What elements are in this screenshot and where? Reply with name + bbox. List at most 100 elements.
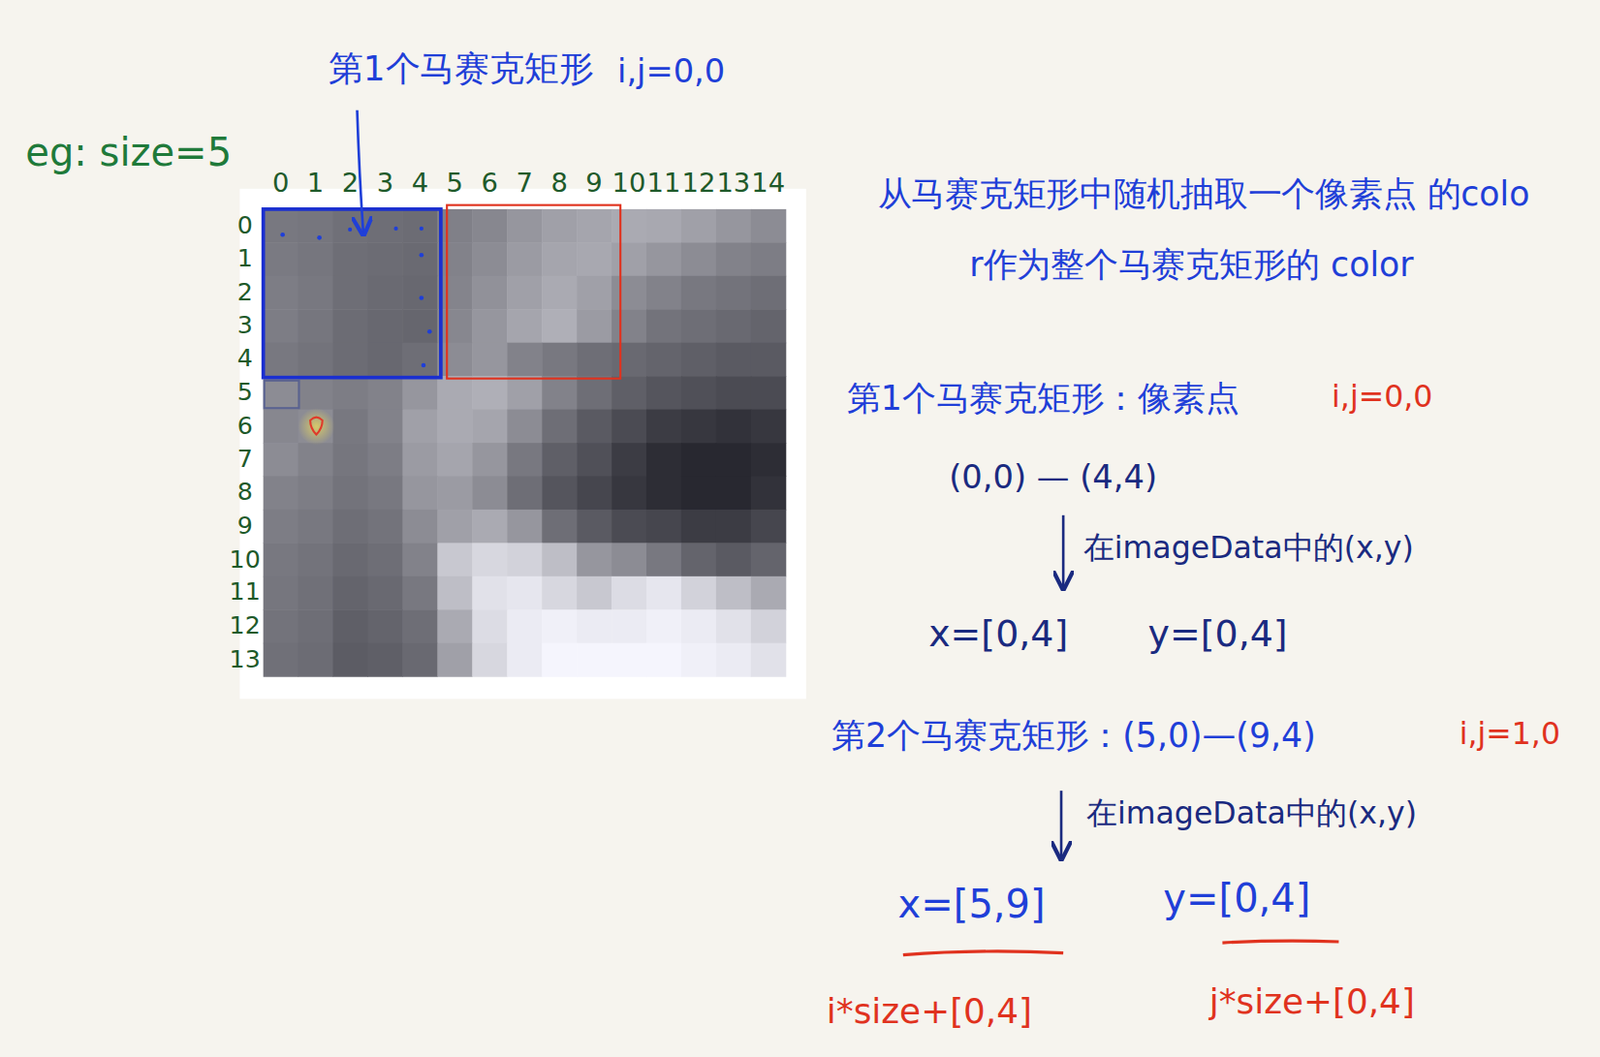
- pixel: [506, 209, 542, 244]
- pixel: [333, 442, 369, 477]
- pixel: [541, 509, 577, 544]
- pixel: [681, 409, 717, 444]
- pixel: [367, 576, 403, 611]
- pixel: [437, 509, 472, 544]
- rect-note: 第1个马赛克矩形：像素点: [847, 379, 1239, 419]
- pixel: [367, 542, 403, 577]
- pixel: [506, 309, 542, 344]
- pixel: [541, 376, 577, 410]
- heading-note: 第1个马赛克矩形: [328, 49, 594, 90]
- pixel: [437, 242, 472, 277]
- pixel: [681, 209, 717, 244]
- pixel: [471, 609, 507, 644]
- pixel: [611, 209, 647, 244]
- pixel: [402, 542, 438, 577]
- pixel: [402, 209, 438, 244]
- pixel: [367, 309, 403, 344]
- pixel: [263, 442, 299, 477]
- pixel: [751, 509, 786, 544]
- pixel: [716, 276, 752, 311]
- pixel: [646, 343, 682, 377]
- formula-note: i*size+[0,4]: [826, 992, 1033, 1033]
- pixel: [437, 442, 472, 477]
- pixel: [506, 542, 542, 577]
- pixel: [681, 609, 717, 644]
- example-note: eg: size=5: [25, 130, 232, 176]
- pixel: [333, 475, 369, 510]
- pixel: [402, 242, 438, 277]
- pixel: [751, 376, 786, 410]
- pixel: [402, 409, 438, 444]
- pixel: [716, 609, 752, 644]
- pixel: [646, 475, 682, 510]
- pixel: [716, 442, 752, 477]
- pixel: [646, 609, 682, 644]
- row-number: 13: [229, 645, 261, 674]
- row-number: 11: [229, 579, 261, 608]
- pixel: [263, 509, 299, 544]
- row-number: 10: [229, 545, 261, 574]
- row-number: 8: [237, 478, 253, 507]
- pixel: [646, 542, 682, 577]
- pixel: [646, 509, 682, 544]
- pixel: [402, 509, 438, 544]
- pixel: [471, 409, 507, 444]
- pixel: [298, 276, 334, 311]
- column-number: 7: [515, 168, 533, 199]
- pixel: [333, 276, 369, 311]
- pixel: [402, 576, 438, 611]
- pixel: [716, 242, 752, 277]
- pixel: [576, 475, 612, 510]
- range-note: x=[5,9]: [898, 882, 1046, 928]
- pixel: [506, 576, 542, 611]
- pixel: [333, 576, 369, 611]
- pixel: [751, 475, 786, 510]
- pixel: [681, 376, 717, 410]
- column-number: 8: [550, 168, 567, 199]
- pixel: [506, 343, 542, 377]
- pixel: [716, 576, 752, 611]
- pixel: [402, 343, 438, 377]
- pixel: [402, 475, 438, 510]
- pixel: [716, 409, 752, 444]
- pixel: [751, 576, 786, 611]
- pixel: [751, 309, 786, 344]
- pixel: [263, 276, 299, 311]
- pixel: [681, 542, 717, 577]
- pixel: [367, 276, 403, 311]
- pixel: [471, 475, 507, 510]
- pixel: [541, 643, 577, 678]
- pixel: [402, 309, 438, 344]
- pixel: [751, 442, 786, 477]
- column-number: 6: [481, 168, 499, 199]
- pixel: [333, 542, 369, 577]
- pixel: [541, 409, 577, 444]
- pixel: [576, 276, 612, 311]
- mapping-note: 在imageData中的(x,y): [1083, 531, 1414, 566]
- pixel: [367, 242, 403, 277]
- pixel: [298, 609, 334, 644]
- pixel: [437, 343, 472, 377]
- pixel: [716, 475, 752, 510]
- pixel: [716, 542, 752, 577]
- pixel: [263, 409, 299, 444]
- image-frame: [239, 188, 806, 700]
- pixel: [681, 309, 717, 344]
- cursor-mark: [310, 417, 323, 436]
- pixel: [437, 542, 472, 577]
- column-number: 14: [751, 168, 785, 199]
- pixel: [716, 376, 752, 410]
- pixel: [471, 242, 507, 277]
- pixel: [611, 643, 647, 678]
- pixel: [611, 475, 647, 510]
- pixel: [716, 309, 752, 344]
- pixel: [646, 643, 682, 678]
- pixel: [437, 276, 472, 311]
- row-number: 3: [237, 312, 253, 341]
- column-number: 10: [612, 168, 647, 199]
- pixel: [506, 509, 542, 544]
- pixel: [402, 276, 438, 311]
- pixel: [437, 209, 472, 244]
- pixel: [646, 442, 682, 477]
- underline: [1222, 941, 1339, 943]
